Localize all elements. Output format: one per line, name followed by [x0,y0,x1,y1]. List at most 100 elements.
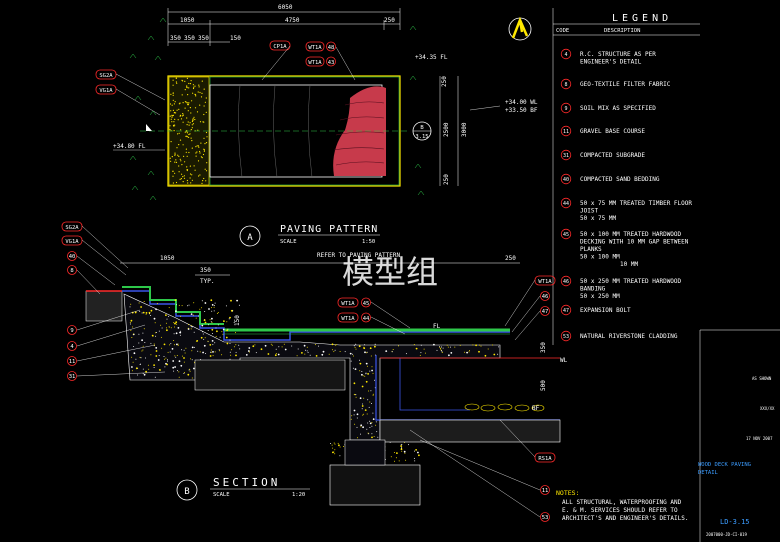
section-label-fl: FL [433,323,441,330]
tb-drawing-no: LD-3.15 [720,518,750,526]
legend-description-line: BANDING [580,286,606,293]
section-refer-note: REFER TO PAVING PATTERN [317,252,400,259]
plan-tag-wt1a-48: WT1A 48 [305,41,336,52]
legend-code-bubble [560,173,572,185]
svg-text:44: 44 [363,316,370,322]
plan-scale-label: SCALE [280,239,297,245]
svg-text:31: 31 [69,374,76,380]
section-label-bf: BF [532,405,540,412]
legend-code: 47 [563,308,569,314]
svg-text:WT1A: WT1A [341,301,355,307]
plan-tag-sg2a: SG2A [95,69,117,80]
svg-text:46: 46 [542,294,549,300]
legend-code-bubble [560,102,572,114]
section-mid-tags: WT1A 45 WT1A 44 [337,297,371,323]
section-dim-500: 500 [540,380,547,391]
legend-code-bubble [560,330,572,342]
svg-text:VG1A: VG1A [65,239,79,245]
legend-col-code: CODE [556,28,569,34]
section-title: SECTION [213,476,280,489]
plan-tag-wt1a-43: WT1A 43 [305,56,336,67]
legend-description-line: EXPANSION BOLT [580,307,631,314]
notes-line-1: ALL STRUCTURAL, WATERPROOFING AND [562,499,682,506]
section-dim-1050: 1050 [160,255,175,262]
legend-code-bubble [560,149,572,161]
section-dim-150: 150 [234,315,241,326]
section-title-bubble [176,479,198,501]
plan-dim-overall: 6050 [278,4,293,11]
plan-dim-right-250b: 250 [443,174,450,185]
legend-description-line: 50 x 250 MM [580,293,620,300]
section-label-wl: WL [560,357,568,364]
svg-text:11: 11 [69,359,76,365]
legend-description-line: 50 x 250 MM TREATED HARDWOOD [580,278,682,285]
legend-description-line: 10 MM [620,261,638,268]
section-base-slab [379,419,561,443]
plan-dim-250: 250 [384,17,395,24]
legend-title: LEGEND [612,13,672,24]
section-dim-350-right: 350 [540,342,547,353]
legend-description-line: SOIL MIX AS SPECIFIED [580,105,656,112]
plan-dim-4750: 4750 [285,17,300,24]
tb-drawing-title-2: DETAIL [698,470,719,476]
section-right-tags: WT1A 46 47 RS1A 11 53 [534,275,556,522]
svg-text:WT1A: WT1A [538,279,552,285]
plan-level-fl-left: +34.80 FL [113,143,146,150]
section-title-letter: B [184,487,189,497]
legend-code-bubble [560,48,572,60]
title-block: AS SHOWN XXX/XX 17 NOV 2007 WOOD DECK PA… [698,329,780,542]
plan-level-wl: +34.00 WL [505,99,538,106]
plan-dim-right-3000: 3000 [461,122,468,137]
plan-section-marker: B 3.15 [412,121,432,141]
legend-description-line: NATURAL RIVERSTONE CLADDING [580,333,678,340]
plan-timber-grain [333,101,385,166]
legend-description-line: DECKING WITH 10 MM GAP BETWEEN [580,239,689,246]
plan-scale: 1:50 [362,239,375,245]
legend-description-line: PLANKS [580,246,602,253]
svg-text:RS1A: RS1A [538,456,552,462]
plan-dim-350a: 350 [170,35,181,42]
svg-text:53: 53 [542,515,549,521]
legend-code: 46 [563,279,569,285]
legend-description-line: GEO-TEXTILE FILTER FABRIC [580,81,671,88]
legend-code-bubble [560,197,572,209]
legend-code-bubble [560,304,572,316]
svg-text:43: 43 [328,60,335,66]
legend-description-line: JOIST [580,208,598,215]
legend-description-line: ENGINEER'S DETAIL [580,59,642,66]
svg-text:B: B [420,125,424,131]
legend-code: 4 [564,52,567,58]
plan-dim-1050: 1050 [180,17,195,24]
tb-bottom-code: 2007000-JD-CI-019 [706,532,748,537]
svg-text:48: 48 [328,45,335,51]
legend-description-line: GRAVEL BASE COURSE [580,128,645,135]
section-footing [329,464,421,506]
legend-code-bubble [560,228,572,240]
section-step-treads [122,286,224,325]
tb-drawing-title-1: WOOD DECK PAVING [698,462,751,468]
svg-text:WT1A: WT1A [308,45,322,51]
plan-title-bubble [239,225,261,247]
section-hatched-base [194,359,346,391]
section-dim-250: 250 [505,255,516,262]
svg-text:3.15: 3.15 [415,134,428,140]
north-arrow-icon [508,16,532,41]
svg-text:11: 11 [542,488,549,494]
tb-ref: XXX/XX [760,406,775,411]
section-left-tags: SG2A VG1A 40 8 9 4 11 31 [61,221,83,381]
svg-text:SG2A: SG2A [65,225,79,231]
watermark-text: 模型组 [342,253,438,291]
plan-dim-350b: 350 [184,35,195,42]
plan-dim-right-2500: 2500 [443,122,450,137]
section-riverstones [464,403,545,412]
plan-title-letter: A [247,233,253,243]
notes-block: NOTES: ALL STRUCTURAL, WATERPROOFING AND… [556,489,688,522]
svg-text:CP1A: CP1A [273,44,287,50]
legend-code: 8 [564,82,567,88]
legend-code: 11 [563,129,569,135]
